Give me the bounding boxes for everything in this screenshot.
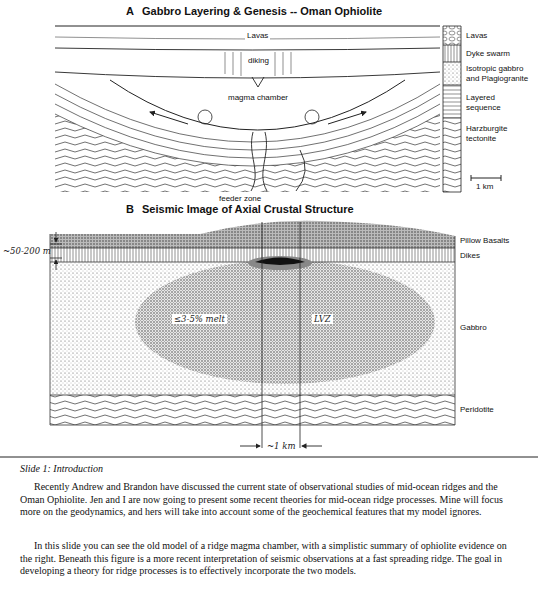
- thickness-arrow: [56, 232, 57, 242]
- layer-label: diking: [246, 56, 271, 66]
- column-layered: [443, 85, 461, 118]
- layer-name: Gabbro: [460, 323, 487, 333]
- panel-title: Gabbro Layering & Genesis -- Oman Ophiol…: [142, 5, 382, 18]
- column-label: Isotropic gabbro and Plagiogranite: [466, 64, 534, 83]
- column-dykes: [443, 45, 461, 62]
- layer-name: Peridotite: [460, 405, 494, 415]
- peridotite-layer: [50, 395, 455, 425]
- width-arrow: [240, 446, 260, 447]
- section-a: [55, 26, 501, 192]
- slide-paragraph: Recently Andrew and Brandon have discuss…: [20, 481, 520, 519]
- thickness-arrow: [56, 260, 57, 270]
- thickness-note: ~50-200 m: [3, 246, 51, 256]
- chamber-label: magma chamber: [228, 93, 288, 103]
- lava-base: [55, 48, 440, 50]
- slide-paragraph: In this slide you can see the old model …: [20, 540, 520, 578]
- column-label: Lavas: [466, 31, 534, 41]
- slide-heading: Slide 1: Introduction: [20, 463, 520, 476]
- column-lavas: [443, 26, 461, 45]
- layered-arcs: [55, 84, 440, 166]
- mush-halo: [248, 256, 312, 270]
- dike-lines: [225, 52, 291, 76]
- feeder-label: feeder zone: [219, 194, 261, 204]
- feeder-zone: [251, 132, 267, 191]
- panel-title: Seismic Image of Axial Crustal Structure: [142, 203, 354, 216]
- column-harzburgite: [443, 118, 461, 192]
- layer-boundaries: [50, 234, 455, 425]
- scale-bar: [471, 175, 501, 181]
- panel-letter: B: [126, 203, 134, 216]
- thickness-ticks: [50, 244, 62, 258]
- lava-top: [55, 26, 440, 27]
- width-arrow: [302, 446, 322, 447]
- column-label: Harzburgite tectonite: [466, 124, 526, 143]
- chamber-roof: [55, 72, 440, 78]
- roof-apex: [252, 77, 264, 87]
- scale-label: 1 km: [476, 182, 493, 192]
- flow-arrow: [328, 112, 366, 124]
- slide-rule: [0, 457, 538, 458]
- lvz-note: LVZ: [312, 314, 333, 324]
- panel-letter: A: [126, 5, 134, 18]
- column-outline: [443, 26, 461, 192]
- melt-note: ≤3-5% melt: [172, 314, 227, 324]
- layer-name: Pillow Basalts: [460, 236, 509, 246]
- flow-arrow: [150, 112, 188, 124]
- pillow-basalt-layer: [50, 221, 455, 248]
- low-velocity-zone: [135, 260, 435, 384]
- width-note: ~1 km: [267, 441, 295, 451]
- layer-label: Lavas: [245, 31, 270, 41]
- convection-cell: [305, 110, 319, 124]
- column-label: Layered sequence: [466, 93, 518, 112]
- harzburgite-fill: [55, 114, 440, 192]
- layer-name: Dikes: [460, 251, 480, 261]
- width-guide: [262, 222, 300, 448]
- convection-cell: [198, 110, 212, 124]
- column-isotropic: [443, 62, 461, 85]
- chamber-floor: [110, 80, 405, 130]
- feeder-dike: [296, 150, 305, 191]
- column-label: Dyke swarm: [466, 49, 534, 59]
- melt-lens: [255, 258, 305, 266]
- section-b: [50, 221, 455, 448]
